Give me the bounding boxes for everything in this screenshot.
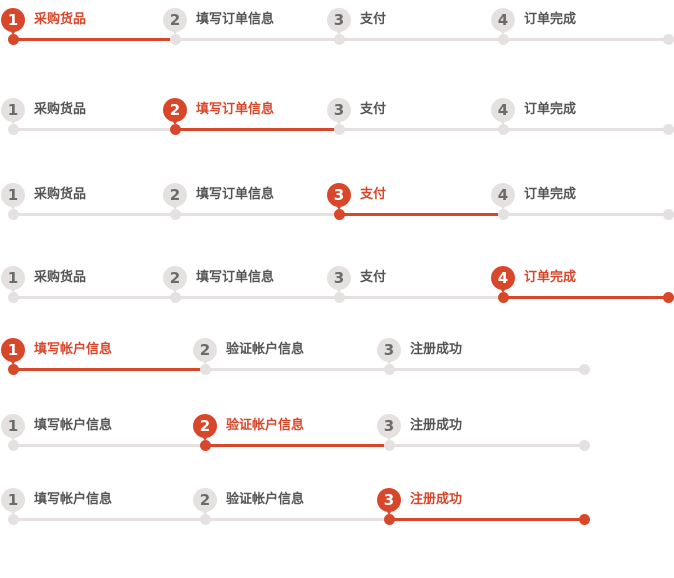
step-number-badge: 2 (163, 183, 187, 210)
progress-node (498, 124, 509, 135)
progress-node (663, 292, 674, 303)
step-label: 采购货品 (34, 102, 87, 117)
progress-fill (175, 128, 339, 131)
step-number-badge: 3 (327, 8, 351, 35)
progress-track (13, 368, 584, 371)
step-label: 支付 (360, 102, 387, 117)
progress-node (8, 292, 19, 303)
progress-node (170, 292, 181, 303)
step-number-badge: 4 (491, 8, 515, 35)
step-number-badge: 4 (491, 183, 515, 210)
step-number-badge: 2 (163, 266, 187, 293)
step-label: 验证帐户信息 (226, 342, 305, 357)
step-label: 采购货品 (34, 187, 87, 202)
progress-fill (339, 213, 503, 216)
step-number-badge: 3 (377, 488, 401, 515)
progress-node (8, 209, 19, 220)
progress-node (8, 364, 19, 375)
step-label: 支付 (360, 270, 387, 285)
progress-node (384, 514, 395, 525)
progress-node (498, 34, 509, 45)
progress-node (334, 292, 345, 303)
step-label: 填写订单信息 (196, 12, 275, 27)
progress-track (13, 518, 584, 521)
progress-node (579, 364, 590, 375)
purchase-stepper-1: 1 采购货品 2 填写订单信息 3 支付 4 订单完成 (0, 8, 674, 68)
step-number-badge: 1 (1, 98, 25, 125)
step-number-badge: 1 (1, 488, 25, 515)
progress-node (334, 124, 345, 135)
step-number-badge: 1 (1, 8, 25, 35)
register-stepper-7: 1 填写帐户信息 2 验证帐户信息 3 注册成功 (0, 488, 674, 548)
step-label: 验证帐户信息 (226, 492, 305, 507)
step-number-badge: 2 (163, 8, 187, 35)
progress-node (498, 209, 509, 220)
progress-fill (13, 38, 175, 41)
progress-node (8, 34, 19, 45)
register-stepper-5: 1 填写帐户信息 2 验证帐户信息 3 注册成功 (0, 338, 674, 398)
step-number-badge: 4 (491, 98, 515, 125)
step-label: 采购货品 (34, 12, 87, 27)
step-number-badge: 1 (1, 338, 25, 365)
step-number-badge: 2 (163, 98, 187, 125)
step-label: 注册成功 (410, 492, 463, 507)
progress-node (663, 34, 674, 45)
purchase-stepper-4: 1 采购货品 2 填写订单信息 3 支付 4 订单完成 (0, 266, 674, 326)
step-number-badge: 3 (327, 183, 351, 210)
progress-node (170, 209, 181, 220)
step-label: 填写订单信息 (196, 270, 275, 285)
step-number-badge: 2 (193, 338, 217, 365)
progress-node (8, 440, 19, 451)
progress-node (200, 364, 211, 375)
progress-node (384, 364, 395, 375)
step-label: 支付 (360, 12, 387, 27)
step-label: 订单完成 (524, 12, 577, 27)
step-number-badge: 3 (327, 266, 351, 293)
step-label: 填写帐户信息 (34, 418, 113, 433)
step-label: 填写帐户信息 (34, 342, 113, 357)
step-label: 注册成功 (410, 418, 463, 433)
step-label: 填写订单信息 (196, 102, 275, 117)
progress-node (8, 124, 19, 135)
step-label: 填写订单信息 (196, 187, 275, 202)
step-number-badge: 3 (377, 414, 401, 441)
progress-node (200, 440, 211, 451)
step-number-badge: 4 (491, 266, 515, 293)
step-number-badge: 3 (377, 338, 401, 365)
step-label: 填写帐户信息 (34, 492, 113, 507)
progress-node (8, 514, 19, 525)
progress-node (498, 292, 509, 303)
step-label: 订单完成 (524, 187, 577, 202)
progress-node (170, 34, 181, 45)
progress-fill (13, 368, 205, 371)
step-number-badge: 1 (1, 414, 25, 441)
step-number-badge: 2 (193, 488, 217, 515)
step-number-badge: 2 (193, 414, 217, 441)
progress-fill (205, 444, 389, 447)
purchase-stepper-3: 1 采购货品 2 填写订单信息 3 支付 4 订单完成 (0, 183, 674, 243)
progress-node (663, 209, 674, 220)
progress-node (579, 514, 590, 525)
progress-node (170, 124, 181, 135)
step-number-badge: 1 (1, 266, 25, 293)
step-number-badge: 1 (1, 183, 25, 210)
purchase-stepper-2: 1 采购货品 2 填写订单信息 3 支付 4 订单完成 (0, 98, 674, 158)
progress-node (384, 440, 395, 451)
progress-fill (503, 296, 668, 299)
step-label: 订单完成 (524, 270, 577, 285)
step-label: 采购货品 (34, 270, 87, 285)
progress-node (663, 124, 674, 135)
step-label: 验证帐户信息 (226, 418, 305, 433)
progress-fill (389, 518, 584, 521)
step-label: 注册成功 (410, 342, 463, 357)
register-stepper-6: 1 填写帐户信息 2 验证帐户信息 3 注册成功 (0, 414, 674, 474)
step-label: 支付 (360, 187, 387, 202)
progress-node (200, 514, 211, 525)
progress-node (579, 440, 590, 451)
step-label: 订单完成 (524, 102, 577, 117)
step-number-badge: 3 (327, 98, 351, 125)
progress-node (334, 34, 345, 45)
progress-node (334, 209, 345, 220)
